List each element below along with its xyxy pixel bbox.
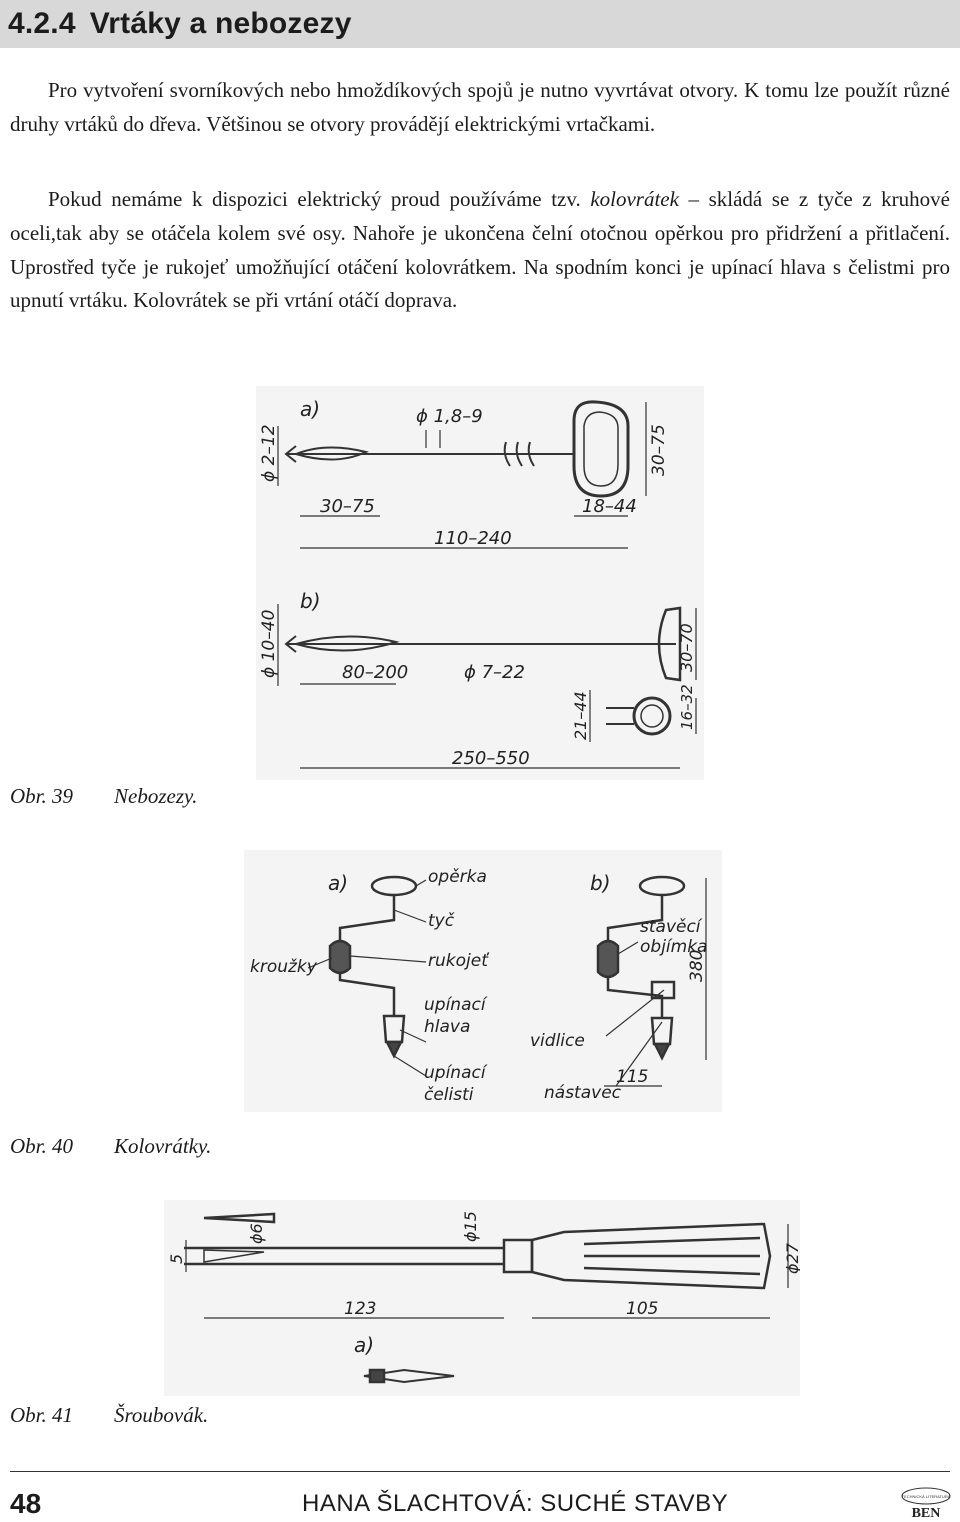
fig40b-dim: 115 bbox=[616, 1067, 648, 1087]
section-heading: Vrtáky a nebozezy bbox=[89, 7, 352, 40]
caption-text: Kolovrátky. bbox=[114, 1134, 212, 1158]
figure-kolovratky: a) opěrka tyč rukojeť kroužky upínací hl… bbox=[244, 850, 722, 1112]
fig39b-dim: 30–70 bbox=[677, 623, 696, 672]
caption-fig41: Obr. 41 Šroubovák. bbox=[10, 1403, 208, 1428]
section-number: 4.2.4 bbox=[8, 7, 76, 40]
fig40b-part: nástavec bbox=[544, 1083, 622, 1103]
footer-book-title: HANA ŠLACHTOVÁ: SUCHÉ STAVBY bbox=[302, 1490, 729, 1517]
paragraph-text: Pokud nemáme k dispozici elektrický prou… bbox=[48, 187, 591, 211]
fig39b-dim: 250–550 bbox=[452, 748, 530, 769]
fig39a-dim: ϕ 2–12 bbox=[259, 424, 279, 482]
fig39b-dim: 80–200 bbox=[342, 662, 408, 683]
fig39a-dim: 110–240 bbox=[434, 528, 512, 549]
fig41-dim: 105 bbox=[626, 1299, 658, 1319]
fig39a-dim: 30–75 bbox=[649, 424, 669, 476]
fig41-dim: ϕ15 bbox=[461, 1211, 480, 1242]
fig39a-dim: 18–44 bbox=[582, 496, 637, 517]
fig41-dim: 123 bbox=[344, 1299, 376, 1319]
fig39b-label: b) bbox=[300, 589, 321, 613]
caption-number: Obr. 40 bbox=[10, 1134, 74, 1158]
fig40b-part: vidlice bbox=[530, 1031, 585, 1051]
fig39b-dim: 16–32 bbox=[678, 684, 696, 730]
caption-number: Obr. 41 bbox=[10, 1403, 74, 1427]
nebozezy-drawing: a) ϕ 1,8–9 ϕ 2–12 30–75 30–75 18–44 110–… bbox=[259, 397, 697, 769]
kolovratky-drawing: a) opěrka tyč rukojeť kroužky upínací hl… bbox=[250, 867, 707, 1105]
fig41-dim: ϕ6 bbox=[247, 1223, 266, 1244]
section-header: 4.2.4 Vrtáky a nebozezy bbox=[0, 0, 960, 48]
fig40b-part: stavěcí bbox=[640, 917, 703, 937]
caption-fig39: Obr. 39 Nebozezy. bbox=[10, 784, 197, 809]
fig40a-part: rukojeť bbox=[428, 951, 490, 971]
fig39b-dim: 21–44 bbox=[571, 691, 590, 740]
fig40b-label: b) bbox=[590, 871, 611, 895]
caption-text: Šroubovák. bbox=[114, 1403, 209, 1427]
sroubovak-drawing: a) 5 ϕ6 ϕ15 ϕ27 123 105 bbox=[167, 1211, 800, 1384]
publisher-logo: TECHNICKÁ LITERATURA BEN bbox=[901, 1487, 951, 1520]
fig41-dim: 5 bbox=[167, 1254, 186, 1264]
fig39b-dim: ϕ 10–40 bbox=[259, 610, 279, 678]
fig41-dim: ϕ27 bbox=[783, 1242, 800, 1274]
fig40a-part: upínací bbox=[424, 995, 488, 1015]
figure-nebozezy: a) ϕ 1,8–9 ϕ 2–12 30–75 30–75 18–44 110–… bbox=[256, 386, 704, 780]
caption-number: Obr. 39 bbox=[10, 784, 74, 808]
fig40a-part: čelisti bbox=[424, 1085, 474, 1105]
fig40a-part: tyč bbox=[428, 911, 455, 931]
fig40b-dim: 380 bbox=[687, 950, 707, 982]
fig40a-part: hlava bbox=[424, 1017, 470, 1037]
paragraph-text: – skládá se z tyče z kruhové oceli,tak a… bbox=[10, 187, 950, 313]
footer-rule bbox=[10, 1471, 950, 1472]
paragraph-intro: Pro vytvoření svorníkových nebo hmoždíko… bbox=[10, 78, 950, 136]
fig40a-part: opěrka bbox=[428, 867, 487, 887]
fig39a-dim: 30–75 bbox=[320, 496, 375, 517]
fig39b-dim: ϕ 7–22 bbox=[464, 662, 525, 683]
caption-fig40: Obr. 40 Kolovrátky. bbox=[10, 1134, 211, 1159]
paragraph-term: kolovrátek bbox=[590, 187, 679, 211]
logo-main-text: BEN bbox=[912, 1506, 941, 1520]
fig41-label: a) bbox=[354, 1333, 374, 1357]
fig40a-label: a) bbox=[328, 871, 348, 895]
fig40a-part: upínací bbox=[424, 1063, 488, 1083]
section-title: 4.2.4 Vrtáky a nebozezy bbox=[8, 4, 352, 44]
caption-text: Nebozezy. bbox=[114, 784, 198, 808]
figure-sroubovak: a) 5 ϕ6 ϕ15 ϕ27 123 105 bbox=[164, 1200, 800, 1396]
fig40a-part: kroužky bbox=[250, 957, 318, 977]
page-number: 48 bbox=[10, 1488, 42, 1519]
fig39a-dim: ϕ 1,8–9 bbox=[416, 406, 483, 427]
fig39a-label: a) bbox=[300, 397, 320, 421]
paragraph-kolovratek: Pokud nemáme k dispozici elektrický prou… bbox=[10, 183, 950, 318]
fig40b-part: objímka bbox=[640, 937, 707, 957]
logo-top-text: TECHNICKÁ LITERATURA bbox=[902, 1494, 951, 1499]
